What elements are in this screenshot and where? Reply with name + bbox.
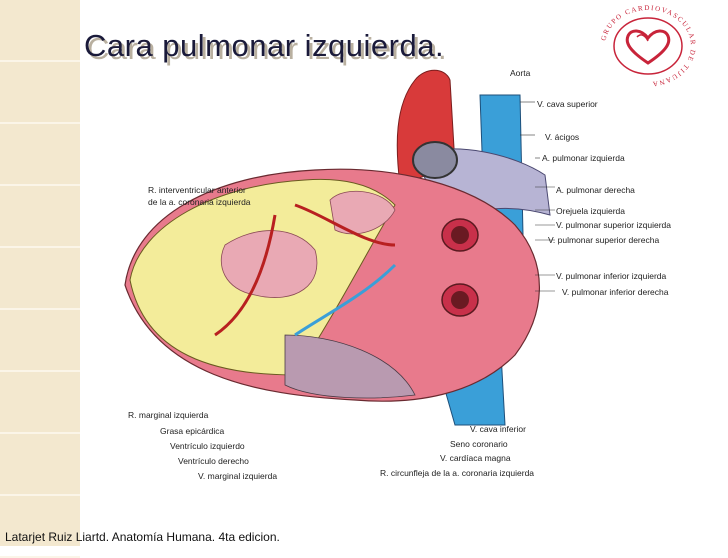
coronary-artery: [214, 203, 396, 337]
label-ventriculo-derecho: Ventrículo derecho: [178, 456, 249, 466]
label-vena-cardiaca-magna: V. cardíaca magna: [440, 453, 511, 463]
label-grasa-epicardica: Grasa epicárdica: [160, 426, 225, 436]
cardiovascular-group-logo: GRUPO CARDIOVASCULAR DE TIJUANA: [599, 5, 695, 87]
logo-heart-icon: [625, 29, 671, 65]
pulmonary-artery-lumen: [412, 141, 458, 179]
label-vena-pulmonar-superior-derecha: V. pulmonar superior derecha: [548, 235, 660, 245]
decorative-side-panel: [0, 0, 80, 558]
label-arteria-pulmonar-izquierda: A. pulmonar izquierda: [542, 153, 625, 163]
label-vena-pulmonar-inferior-derecha: V. pulmonar inferior derecha: [562, 287, 669, 297]
label-arteria-pulmonar-derecha: A. pulmonar derecha: [556, 185, 635, 195]
label-orejuela-izquierda: Orejuela izquierda: [556, 206, 625, 216]
right-leader-lines: [520, 101, 555, 292]
pulmonary-vein-lumen-2: [451, 291, 469, 309]
label-vena-pulmonar-inferior-izquierda: V. pulmonar inferior izquierda: [556, 271, 667, 281]
right-ventricle-area: [284, 334, 416, 399]
logo-ring: [613, 17, 683, 75]
label-vena-pulmonar-superior-izquierda: V. pulmonar superior izquierda: [556, 220, 671, 230]
slide: Cara pulmonar izquierda. GRUPO CARDIOVAS…: [0, 0, 696, 558]
label-ventriculo-izquierdo: Ventrículo izquierdo: [170, 441, 245, 451]
left-atrial-appendage: [329, 190, 396, 235]
label-ramo-interventricular-line2: de la a. coronaria izquierda: [148, 197, 251, 207]
label-ramo-interventricular-line1: R. interventricular anterior: [148, 185, 246, 195]
pulmonary-vein-lumen: [451, 226, 469, 244]
label-vena-cava-superior: V. cava superior: [537, 99, 598, 109]
label-ramo-circunfleja: R. circunfleja de la a. coronaria izquie…: [380, 468, 535, 478]
label-vena-marginal-izquierda: V. marginal izquierda: [198, 471, 278, 481]
label-vena-cava-inferior: V. cava inferior: [470, 424, 526, 434]
source-credit: Latarjet Ruiz Liartd. Anatomía Humana. 4…: [5, 530, 280, 544]
heart-anatomy-diagram: [124, 69, 555, 426]
label-ramo-marginal-izquierda: R. marginal izquierda: [128, 410, 209, 420]
slide-title: Cara pulmonar izquierda.: [84, 28, 445, 63]
label-vena-azygos: V. ácigos: [545, 132, 580, 142]
label-aorta: Aorta: [510, 68, 531, 78]
coronary-vein: [294, 263, 397, 337]
label-seno-coronario: Seno coronario: [450, 439, 508, 449]
